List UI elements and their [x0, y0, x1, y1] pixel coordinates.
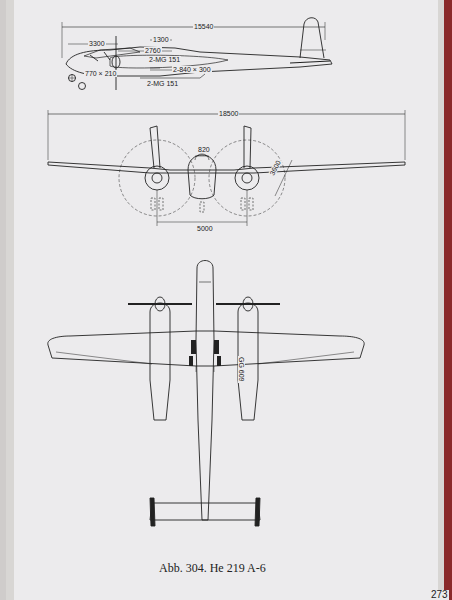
page-number: 273	[430, 590, 449, 600]
front-view	[48, 110, 405, 226]
dimension-label: 15540	[193, 23, 214, 30]
figure-caption: Abb. 304. He 219 A-6	[159, 562, 266, 575]
dimension-label: 1300	[152, 36, 170, 43]
dimension-label: 2-MG 151	[146, 80, 179, 87]
book-page	[14, 0, 438, 600]
dimension-label: 18500	[218, 110, 239, 117]
dimension-label: 2760	[144, 47, 162, 54]
plan-view	[48, 261, 364, 527]
dimension-label: 5000	[196, 225, 214, 232]
dimension-label: 820	[197, 146, 211, 153]
dimension-label: 770 × 210	[84, 70, 117, 77]
dimension-label: 3300	[88, 40, 106, 47]
dimension-label: GG 609	[238, 356, 245, 383]
dimension-label: 2-840 × 300	[172, 66, 212, 73]
side-view	[62, 18, 332, 90]
dimension-label: 2-MG 151	[148, 56, 181, 63]
